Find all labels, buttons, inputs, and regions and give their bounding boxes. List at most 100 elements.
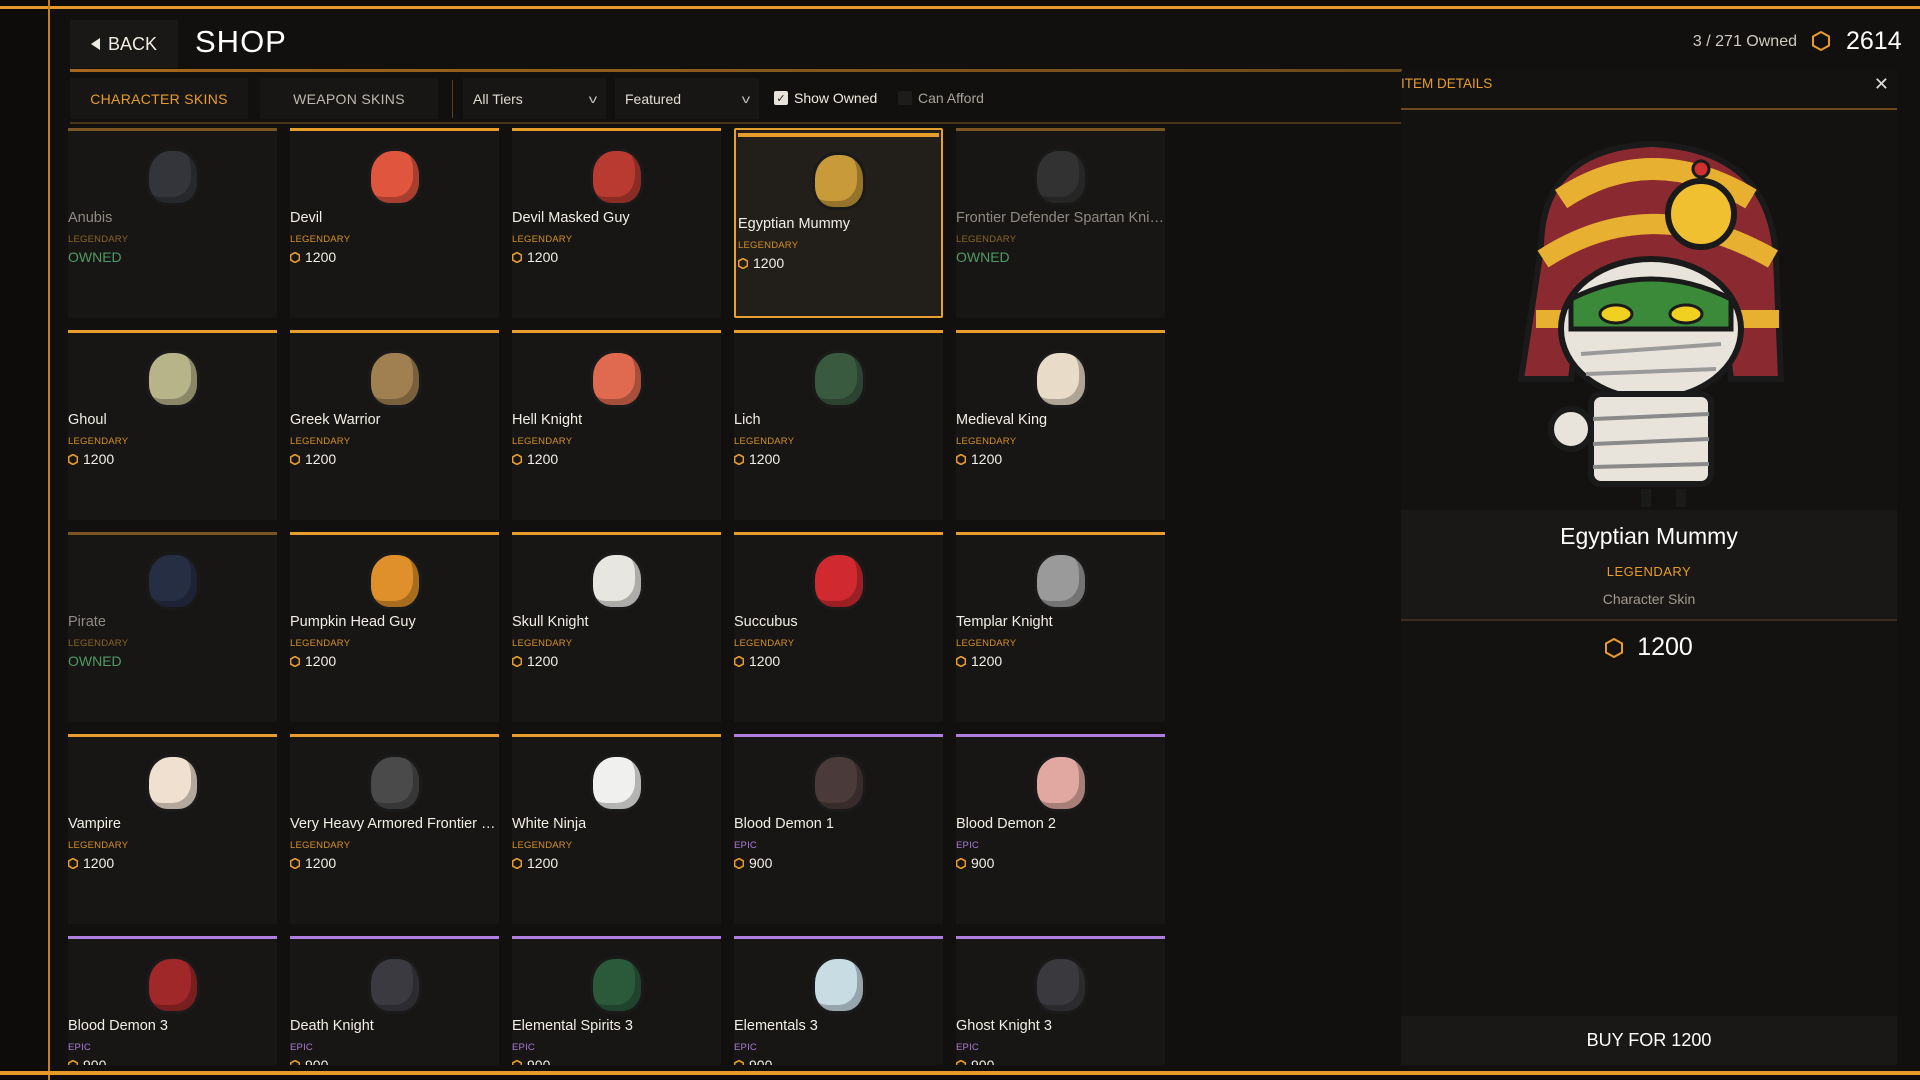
item-tier: LEGENDARY bbox=[956, 436, 1017, 447]
item-thumbnail-icon bbox=[1033, 754, 1088, 812]
back-arrow-icon bbox=[90, 38, 100, 50]
item-card[interactable]: Ghost Knight 3 EPIC 900 bbox=[956, 936, 1165, 1065]
item-card[interactable]: Templar Knight LEGENDARY 1200 bbox=[956, 532, 1165, 722]
header-divider bbox=[70, 69, 1402, 72]
item-card[interactable]: Very Heavy Armored Frontier D... LEGENDA… bbox=[290, 734, 499, 924]
item-card[interactable]: Blood Demon 1 EPIC 900 bbox=[734, 734, 943, 924]
item-price-row: 1200 bbox=[512, 855, 558, 871]
item-details-panel: ITEM DETAILS ✕ Egyptian Mummy LEGENDARY … bbox=[1401, 71, 1897, 1065]
tier-bar bbox=[738, 133, 939, 137]
item-price-row: OWNED bbox=[68, 653, 122, 669]
item-card[interactable]: Death Knight EPIC 900 bbox=[290, 936, 499, 1065]
item-price: 1200 bbox=[305, 249, 337, 265]
coin-icon bbox=[512, 655, 522, 667]
back-button[interactable]: BACK bbox=[70, 20, 178, 68]
item-tier: LEGENDARY bbox=[68, 234, 129, 245]
coin-icon bbox=[734, 857, 744, 869]
item-card[interactable]: Blood Demon 3 EPIC 900 bbox=[68, 936, 277, 1065]
item-card[interactable]: Skull Knight LEGENDARY 1200 bbox=[512, 532, 721, 722]
can-afford-checkbox[interactable]: Can Afford bbox=[898, 90, 984, 106]
item-tier: LEGENDARY bbox=[738, 240, 799, 251]
item-price-row: 1200 bbox=[956, 451, 1002, 467]
back-label: BACK bbox=[107, 33, 158, 54]
item-price: 1200 bbox=[83, 451, 115, 467]
item-price-row: 1200 bbox=[734, 653, 780, 669]
item-price-row: 1200 bbox=[68, 451, 114, 467]
coin-icon bbox=[734, 453, 744, 465]
item-name: Pumpkin Head Guy bbox=[290, 614, 416, 630]
item-card[interactable]: Devil LEGENDARY 1200 bbox=[290, 128, 499, 318]
item-card[interactable]: Vampire LEGENDARY 1200 bbox=[68, 734, 277, 924]
filter-divider-line bbox=[70, 122, 1402, 124]
item-price: 1200 bbox=[305, 653, 337, 669]
item-card[interactable]: Lich LEGENDARY 1200 bbox=[734, 330, 943, 520]
item-tier: EPIC bbox=[512, 1042, 535, 1053]
item-card[interactable]: Greek Warrior LEGENDARY 1200 bbox=[290, 330, 499, 520]
filter-divider bbox=[452, 80, 453, 118]
coin-icon bbox=[1605, 637, 1624, 658]
item-thumbnail-icon bbox=[589, 754, 644, 812]
owned-label: OWNED bbox=[68, 653, 122, 669]
item-thumbnail-icon bbox=[367, 148, 422, 206]
item-thumbnail-icon bbox=[811, 350, 866, 408]
tier-bar bbox=[734, 734, 943, 737]
item-price-row: 900 bbox=[734, 855, 772, 871]
tier-bar bbox=[734, 532, 943, 535]
item-price: 900 bbox=[749, 855, 773, 871]
item-card[interactable]: Ghoul LEGENDARY 1200 bbox=[68, 330, 277, 520]
item-price: 900 bbox=[749, 1057, 773, 1065]
item-thumbnail-icon bbox=[589, 350, 644, 408]
item-name: Lich bbox=[734, 412, 761, 428]
show-owned-checkbox[interactable]: ✓Show Owned bbox=[774, 90, 877, 106]
coin-icon bbox=[738, 257, 748, 269]
tier-bar bbox=[734, 330, 943, 333]
tier-bar bbox=[290, 734, 499, 737]
buy-button[interactable]: BUY FOR 1200 bbox=[1401, 1016, 1897, 1065]
item-name: Very Heavy Armored Frontier D... bbox=[290, 816, 499, 832]
item-card[interactable]: Pumpkin Head Guy LEGENDARY 1200 bbox=[290, 532, 499, 722]
item-tier: LEGENDARY bbox=[290, 840, 351, 851]
item-price-row: 1200 bbox=[734, 451, 780, 467]
tier-bar bbox=[290, 330, 499, 333]
item-card[interactable]: White Ninja LEGENDARY 1200 bbox=[512, 734, 721, 924]
item-tier: LEGENDARY bbox=[290, 436, 351, 447]
item-card[interactable]: Devil Masked Guy LEGENDARY 1200 bbox=[512, 128, 721, 318]
item-card[interactable]: Blood Demon 2 EPIC 900 bbox=[956, 734, 1165, 924]
tier-bar bbox=[68, 532, 277, 535]
tier-bar bbox=[68, 128, 277, 131]
item-name: Skull Knight bbox=[512, 614, 589, 630]
tier-bar bbox=[512, 936, 721, 939]
item-thumbnail-icon bbox=[367, 350, 422, 408]
coin-icon bbox=[1812, 31, 1830, 51]
item-thumbnail-icon bbox=[145, 350, 200, 408]
item-card[interactable]: Egyptian Mummy LEGENDARY 1200 bbox=[734, 128, 943, 318]
item-thumbnail-icon bbox=[811, 754, 866, 812]
item-tier: LEGENDARY bbox=[68, 638, 129, 649]
item-card[interactable]: Succubus LEGENDARY 1200 bbox=[734, 532, 943, 722]
item-tier: LEGENDARY bbox=[956, 234, 1017, 245]
item-thumbnail-icon bbox=[1033, 148, 1088, 206]
tier-bar bbox=[512, 734, 721, 737]
item-card[interactable]: Elementals 3 EPIC 900 bbox=[734, 936, 943, 1065]
item-grid: Anubis LEGENDARY OWNED Devil LEGENDARY 1… bbox=[68, 128, 1178, 1065]
tier-bar bbox=[734, 936, 943, 939]
item-card[interactable]: Frontier Defender Spartan Knight LEGENDA… bbox=[956, 128, 1165, 318]
checkmark-icon: ✓ bbox=[774, 91, 788, 105]
close-icon[interactable]: ✕ bbox=[1873, 74, 1889, 94]
tab-character-skins[interactable]: CHARACTER SKINS bbox=[70, 78, 248, 119]
item-price: 1200 bbox=[971, 451, 1003, 467]
item-name: Elemental Spirits 3 bbox=[512, 1018, 633, 1034]
item-card[interactable]: Elemental Spirits 3 EPIC 900 bbox=[512, 936, 721, 1065]
item-card[interactable]: Medieval King LEGENDARY 1200 bbox=[956, 330, 1165, 520]
owned-count: 3 / 271 Owned bbox=[1692, 33, 1797, 50]
item-card[interactable]: Pirate LEGENDARY OWNED bbox=[68, 532, 277, 722]
coin-icon bbox=[68, 857, 78, 869]
item-card[interactable]: Anubis LEGENDARY OWNED bbox=[68, 128, 277, 318]
item-name: Devil Masked Guy bbox=[512, 210, 630, 226]
item-card[interactable]: Hell Knight LEGENDARY 1200 bbox=[512, 330, 721, 520]
tab-weapon-skins[interactable]: WEAPON SKINS bbox=[260, 78, 438, 119]
item-price-row: 900 bbox=[956, 1057, 994, 1065]
item-thumbnail-icon bbox=[811, 552, 866, 610]
